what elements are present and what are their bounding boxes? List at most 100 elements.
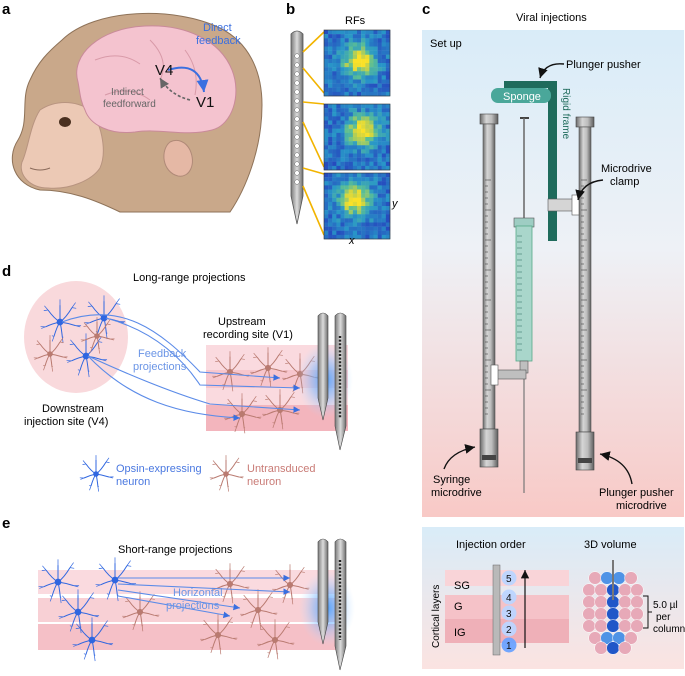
untransduced-label-1: Untransduced — [247, 463, 316, 475]
syringe-microdrive-arrow — [443, 444, 476, 470]
setup-label: Set up — [430, 38, 462, 50]
rf-pixel — [381, 128, 387, 134]
rf-pixel — [381, 181, 387, 186]
rf-pixel — [340, 79, 345, 84]
rf-pixel — [332, 177, 337, 182]
rf-pixel — [344, 145, 349, 150]
rf-pixel — [369, 165, 374, 171]
volume-3d-title: 3D volume — [584, 539, 637, 551]
rf-pixel — [361, 177, 366, 182]
rf-pixel — [357, 132, 362, 138]
rf-pixel — [344, 63, 349, 68]
dendrite-branch — [40, 326, 46, 329]
rf-pixel — [352, 193, 358, 198]
plunger-microdrive-label-1: Plunger pusher — [599, 487, 674, 499]
rf-pixel — [381, 91, 387, 97]
rf-pixel — [348, 161, 354, 167]
injection-site — [501, 621, 517, 637]
volume-sphere — [630, 583, 644, 597]
soma — [254, 606, 262, 614]
dendrite-branch — [243, 594, 248, 600]
rf-pixel — [377, 71, 382, 76]
rf-pixel — [373, 71, 378, 76]
rf-pixel — [336, 218, 341, 223]
opsin-neuron — [95, 557, 137, 602]
rf-pixel — [344, 87, 349, 93]
dendrite-branch — [62, 356, 68, 359]
rf-pixel — [361, 34, 366, 39]
dendrite-branch — [87, 301, 93, 307]
rf-pixel — [336, 124, 341, 129]
rf-pixel — [340, 120, 345, 125]
rf-pixel — [336, 79, 341, 84]
dendrite-branch — [300, 566, 305, 573]
rf-pixel — [377, 230, 382, 236]
rf-pixel — [324, 210, 329, 215]
rf-pixel — [381, 38, 387, 43]
rf-pixel — [377, 63, 382, 68]
rf-pixel — [324, 141, 329, 146]
dendrite-branch — [268, 591, 273, 598]
rf-pixel — [373, 165, 378, 171]
rf-pixel — [328, 177, 333, 182]
rf-pixel — [385, 34, 391, 39]
rf-pixel — [385, 161, 391, 167]
rf-pixel — [348, 120, 354, 125]
rf-pixel — [385, 116, 391, 121]
rf-pixel — [381, 201, 387, 207]
rf-pixel — [361, 50, 366, 55]
injection-site — [501, 589, 517, 605]
volume-3d-sphere-pack — [582, 571, 644, 655]
rf-pixel — [385, 157, 391, 162]
rf-pixel — [344, 30, 349, 35]
rf-pixel — [373, 161, 378, 167]
downstream-label-2: injection site (V4) — [24, 416, 108, 428]
rf-pixel — [340, 161, 345, 167]
rf-pixel — [369, 79, 374, 84]
rf-pixel — [365, 42, 370, 47]
volume-label-2: per — [656, 612, 671, 623]
rf-pixel — [324, 145, 329, 150]
rf-pixel — [332, 193, 337, 198]
rf-pixel — [377, 67, 382, 72]
rf-pixel — [385, 218, 391, 223]
rf-pixel — [352, 91, 358, 97]
rf-pixel — [332, 108, 337, 113]
rf-pixel — [332, 67, 337, 72]
rf-pixel — [332, 71, 337, 76]
rf-pixel — [348, 210, 354, 215]
rf-pixel — [377, 112, 382, 117]
dendrite-branch — [240, 613, 245, 617]
dendrite-branch — [88, 370, 90, 378]
rf-pixel — [340, 230, 345, 236]
rf-pixel — [352, 79, 358, 84]
rf-pixel — [381, 71, 387, 76]
rf-pixel — [377, 165, 382, 171]
rf-pixel — [381, 116, 387, 121]
rf-pixel — [365, 145, 370, 150]
rf-pixel — [369, 230, 374, 236]
rf-pixel — [344, 157, 349, 162]
rf-pixel — [340, 185, 345, 190]
volume-label-1: 5.0 µl — [653, 600, 678, 611]
injection-order-number: 1 — [506, 641, 512, 652]
rf-pixel — [340, 165, 345, 171]
rf-pixel — [340, 58, 345, 64]
rf-pixel — [352, 230, 358, 236]
rf-pixel — [377, 226, 382, 231]
indirect-label-2: feedforward — [103, 99, 156, 110]
rf-pixel — [344, 230, 349, 236]
rf-pixel — [328, 132, 333, 138]
probe-contact — [294, 134, 300, 140]
opsin-neuron — [72, 617, 114, 662]
rf-pixel — [385, 230, 391, 236]
rf-pixel — [348, 141, 354, 146]
rf-pixel — [324, 234, 329, 240]
rf-pixel — [357, 75, 362, 80]
rf-pixel — [352, 141, 358, 146]
rf-pixel — [344, 149, 349, 154]
soma — [214, 631, 222, 639]
dendrite-branch — [58, 616, 64, 619]
rf-pixel — [340, 30, 345, 35]
injection-order-number: 3 — [506, 609, 512, 620]
